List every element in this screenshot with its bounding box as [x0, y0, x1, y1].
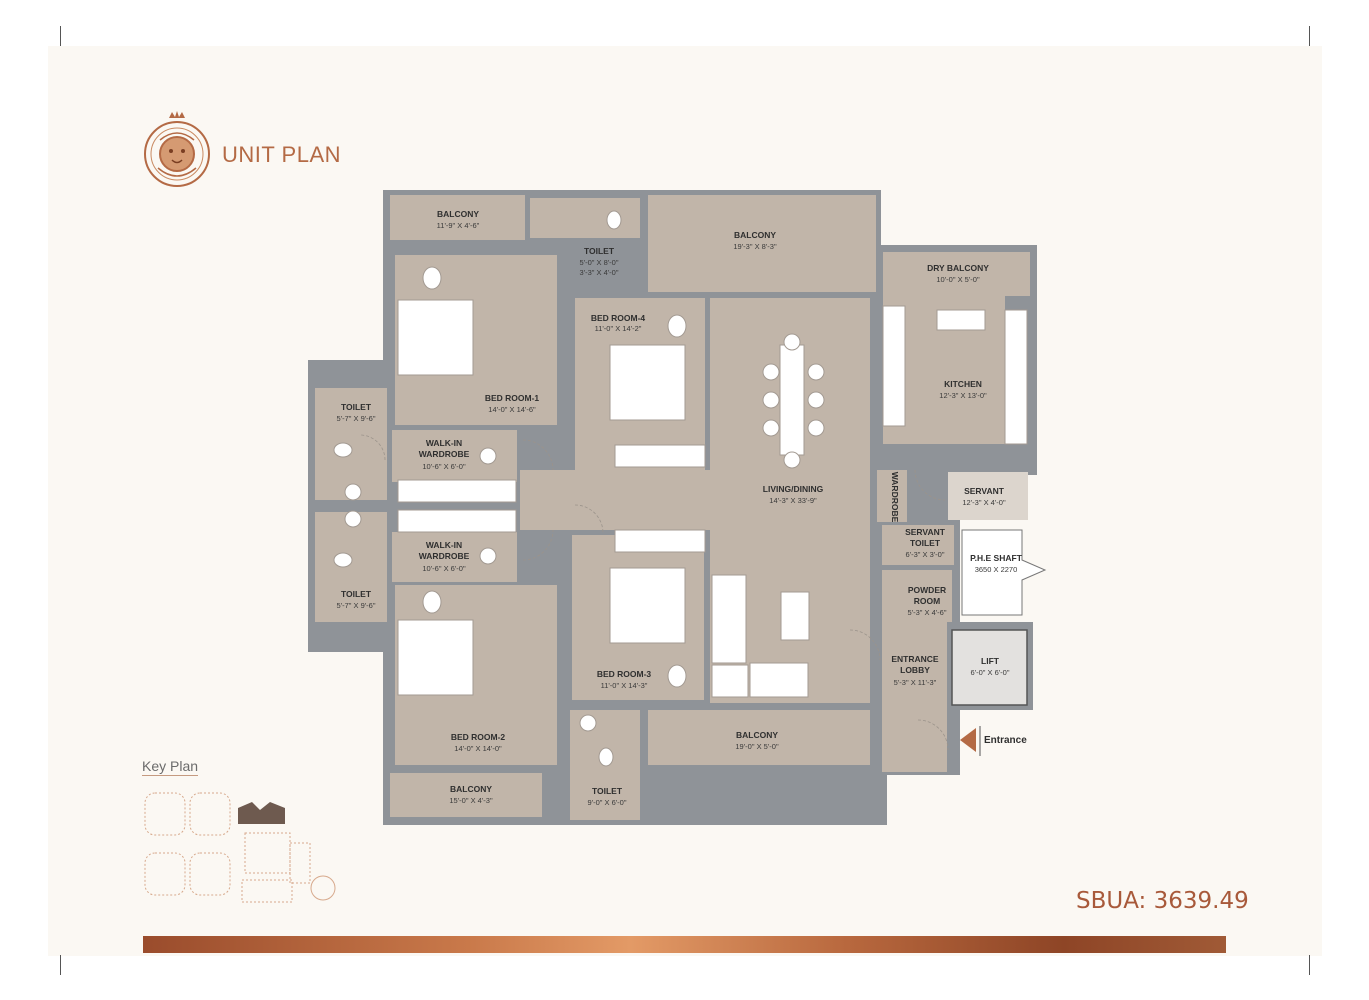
crop-mark — [60, 955, 61, 975]
toilet-left-bottom-dim: 5'-7" X 9'-6" — [336, 601, 375, 610]
entrance-lobby-label1: ENTRANCE — [891, 654, 939, 664]
kitchen-dim: 12'-3" X 13'-0" — [939, 391, 987, 400]
crop-mark — [1309, 26, 1310, 46]
toilet-top-dim2: 3'-3" X 4'-0" — [579, 268, 618, 277]
walkin1-dim: 10'-6" X 6'-0" — [422, 462, 466, 471]
bedroom2-dim: 14'-0" X 14'-0" — [454, 744, 502, 753]
toilet-top-dim1: 5'-0" X 8'-0" — [579, 258, 618, 267]
toilet-left-bottom-label: TOILET — [341, 589, 372, 599]
crop-mark — [1309, 955, 1310, 975]
servant-toilet-dim: 6'-3" X 3'-0" — [905, 550, 944, 559]
walkin1-label1: WALK-IN — [426, 438, 462, 448]
page-title: UNIT PLAN — [222, 142, 342, 167]
servant-label: SERVANT — [964, 486, 1005, 496]
walkin2-dim: 10'-6" X 6'-0" — [422, 564, 466, 573]
dry-balcony-dim: 10'-0" X 5'-0" — [936, 275, 980, 284]
key-plan-label: Key Plan — [142, 758, 199, 774]
bedroom3-dim: 11'-0" X 14'-3" — [601, 681, 648, 690]
balcony-bottom-left-label: BALCONY — [450, 784, 492, 794]
walkin2-label2: WARDROBE — [419, 551, 470, 561]
bedroom4-label: BED ROOM-4 — [591, 313, 646, 323]
key-plan-diagram — [144, 792, 336, 903]
entrance-label: Entrance — [984, 735, 1027, 746]
room-labels: BALCONY 11'-9" X 4'-6" TOILET 5'-0" X 8'… — [336, 209, 1022, 807]
bedroom2-label: BED ROOM-2 — [451, 732, 506, 742]
bedroom3-label: BED ROOM-3 — [597, 669, 652, 679]
bedroom4-dim: 11'-0" X 14'-2" — [595, 324, 642, 333]
powder-room-label1: POWDER — [908, 585, 946, 595]
furniture — [333, 210, 1028, 767]
toilet-left-top-label: TOILET — [341, 402, 372, 412]
lion-crest-logo — [144, 111, 210, 187]
servant-dim: 12'-3" X 4'-0" — [962, 498, 1006, 507]
lift-label: LIFT — [981, 656, 1000, 666]
bedroom1-label: BED ROOM-1 — [485, 393, 540, 403]
wardrobe-label: WARDROBE — [890, 472, 900, 523]
entrance-lobby-label2: LOBBY — [900, 665, 930, 675]
servant-toilet-label2: TOILET — [910, 538, 941, 548]
balcony-bottom-label: BALCONY — [736, 730, 778, 740]
bedroom1-dim: 14'-0" X 14'-6" — [488, 405, 536, 414]
entrance-lobby-dim: 5'-3" X 11'-3" — [894, 678, 937, 687]
crop-mark — [60, 26, 61, 46]
key-plan-underline — [142, 775, 198, 776]
lift-dim: 6'-0" X 6'-0" — [970, 668, 1009, 677]
walkin1-label2: WARDROBE — [419, 449, 470, 459]
lift-shaft — [951, 629, 1028, 706]
phe-shaft-dim: 3650 X 2270 — [975, 565, 1018, 574]
living-dim: 14'-3" X 33'-9" — [769, 496, 817, 505]
sbua-area-label: SBUA: 3639.49 — [1076, 888, 1249, 914]
copper-footer-bar — [143, 936, 1226, 953]
balcony-top-label: BALCONY — [734, 230, 776, 240]
powder-room-label2: ROOM — [914, 596, 940, 606]
phe-shaft — [961, 529, 1047, 616]
kitchen-label: KITCHEN — [944, 379, 982, 389]
servant-room — [948, 472, 1028, 520]
balcony-bottom-dim: 19'-0" X 5'-0" — [735, 742, 779, 751]
living-label: LIVING/DINING — [763, 484, 824, 494]
dry-balcony-label: DRY BALCONY — [927, 263, 989, 273]
door-swings — [359, 434, 949, 751]
walkin2-label1: WALK-IN — [426, 540, 462, 550]
toilet-left-top-dim: 5'-7" X 9'-6" — [336, 414, 375, 423]
balcony-top-left-dim: 11'-9" X 4'-6" — [437, 221, 480, 230]
phe-shaft-label: P.H.E SHAFT — [970, 553, 1023, 563]
powder-room-dim: 5'-3" X 4'-6" — [907, 608, 946, 617]
toilet-bottom-label: TOILET — [592, 786, 623, 796]
balcony-top-dim: 19'-3" X 8'-3" — [733, 242, 777, 251]
toilet-bottom-dim: 9'-0" X 6'-0" — [587, 798, 626, 807]
servant-toilet-label1: SERVANT — [905, 527, 946, 537]
entrance-arrow-icon — [960, 728, 976, 752]
toilet-top-label: TOILET — [584, 246, 615, 256]
balcony-bottom-left-dim: 15'-0" X 4'-3" — [449, 796, 493, 805]
balcony-top-left-label: BALCONY — [437, 209, 479, 219]
